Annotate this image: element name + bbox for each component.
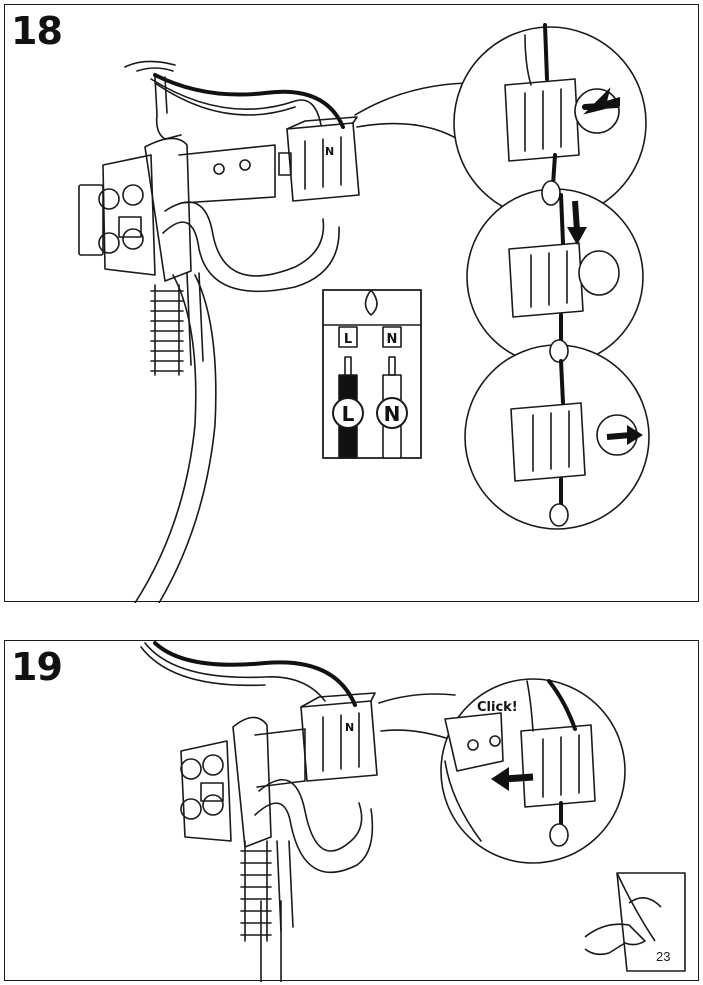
arrow-right-icon: [606, 425, 643, 445]
click-label: Click!: [477, 700, 518, 715]
connector-mark: N: [325, 145, 334, 158]
terminal-neutral-label: N: [387, 332, 398, 347]
wire-live-label: L: [342, 402, 355, 426]
terminal-live-label: L: [344, 332, 352, 347]
step-18-panel: 18: [4, 4, 699, 603]
page-turn-hand-icon: [584, 872, 686, 972]
page-number: 23: [656, 949, 671, 964]
connector-mark: N: [345, 721, 354, 734]
step-number: 19: [11, 645, 63, 689]
arrow-down-icon: [567, 200, 587, 245]
step-19-panel: 19: [4, 640, 699, 982]
arrow-left-icon: [582, 87, 620, 115]
wire-neutral-label: N: [384, 402, 401, 426]
step-19-illustration: Click! N: [140, 641, 686, 982]
arrow-left-icon: [491, 767, 534, 791]
step-number: 18: [11, 9, 63, 53]
step-18-illustration: L N L N N: [78, 23, 650, 603]
